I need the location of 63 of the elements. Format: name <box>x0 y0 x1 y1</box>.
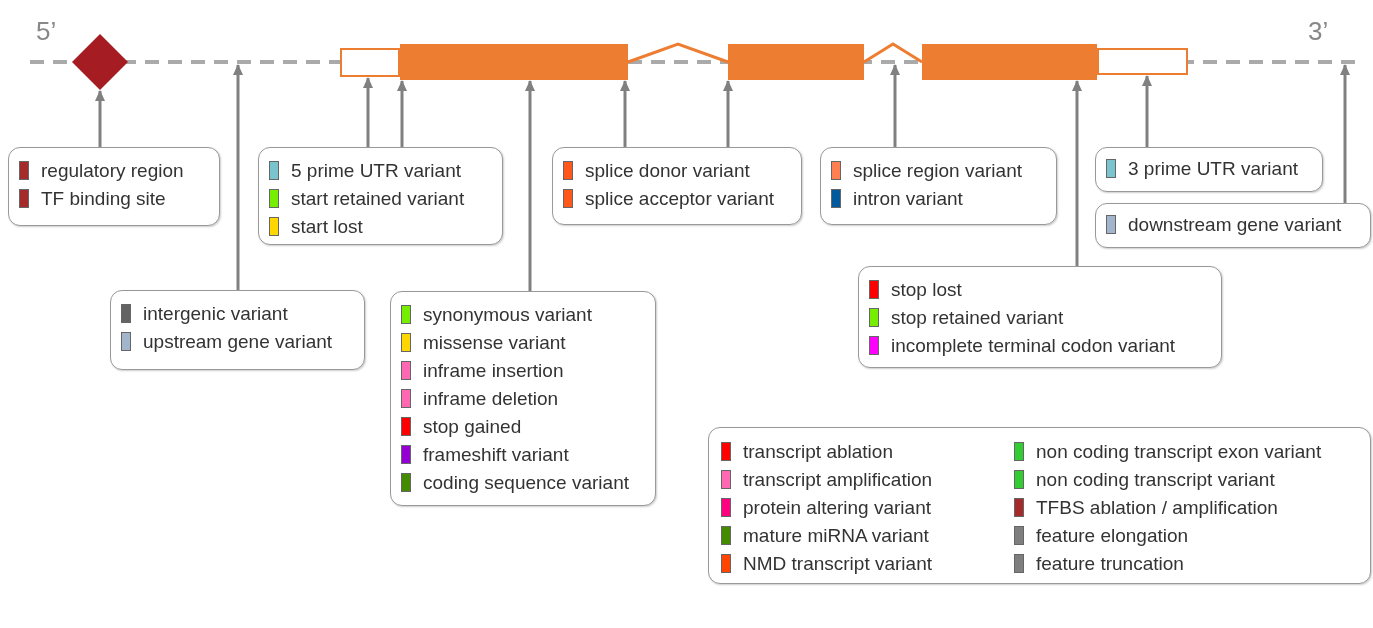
variant-label: stop gained <box>423 415 522 439</box>
variant-label: 5 prime UTR variant <box>291 159 461 183</box>
legend-label: protein altering variant <box>743 496 931 520</box>
legend-label: NMD transcript variant <box>743 552 932 576</box>
exon-bar <box>400 44 628 80</box>
variant-label: synonymous variant <box>423 303 592 327</box>
exon-bar <box>922 44 1097 80</box>
arrow <box>1340 64 1350 203</box>
intron-line <box>627 42 729 64</box>
callout-box <box>552 147 802 225</box>
callout-box <box>258 147 503 245</box>
callout-box <box>1095 203 1371 248</box>
variant-label: regulatory region <box>41 159 184 183</box>
variant-label: splice donor variant <box>585 159 750 183</box>
callout-box <box>8 147 220 226</box>
variant-label: splice acceptor variant <box>585 187 775 211</box>
variant-label: downstream gene variant <box>1128 213 1342 237</box>
callout-box <box>820 147 1057 225</box>
legend-label: feature truncation <box>1036 552 1184 576</box>
utr-box <box>340 48 400 77</box>
callout-box <box>110 290 365 370</box>
arrow <box>890 64 900 147</box>
callout-box <box>1095 147 1323 192</box>
variant-label: intron variant <box>853 187 963 211</box>
exon-bar <box>728 44 864 80</box>
arrow <box>723 80 733 147</box>
legend-label: mature miRNA variant <box>743 524 929 548</box>
variant-label: 3 prime UTR variant <box>1128 157 1298 181</box>
variant-label: stop lost <box>891 278 962 302</box>
legend-label: non coding transcript variant <box>1036 468 1275 492</box>
callout-box <box>390 291 656 506</box>
utr-box <box>1097 48 1188 75</box>
arrow <box>95 90 105 147</box>
legend-label: TFBS ablation / amplification <box>1036 496 1278 520</box>
variant-label: TF binding site <box>41 187 166 211</box>
arrow <box>525 80 535 291</box>
arrow <box>1142 75 1152 147</box>
arrow <box>620 80 630 147</box>
variant-label: stop retained variant <box>891 306 1064 330</box>
legend-label: transcript amplification <box>743 468 933 492</box>
variant-label: intergenic variant <box>143 302 288 326</box>
variant-label: inframe insertion <box>423 359 564 383</box>
arrow <box>1072 80 1082 266</box>
variant-label: splice region variant <box>853 159 1022 183</box>
variant-label: missense variant <box>423 331 566 355</box>
legend-label: feature elongation <box>1036 524 1189 548</box>
callout-box <box>858 266 1222 368</box>
arrow <box>397 80 407 147</box>
strand-label: 5’ <box>36 16 57 47</box>
legend-label: non coding transcript exon variant <box>1036 440 1322 464</box>
variant-label: incomplete terminal codon variant <box>891 334 1176 358</box>
strand-label: 3’ <box>1308 16 1329 47</box>
arrow <box>233 64 243 290</box>
intron-line <box>863 42 923 64</box>
arrow <box>363 77 373 147</box>
variant-label: start retained variant <box>291 187 465 211</box>
regulatory-diamond <box>72 34 128 90</box>
variant-label: start lost <box>291 215 363 239</box>
variant-label: upstream gene variant <box>143 330 333 354</box>
variant-label: frameshift variant <box>423 443 569 467</box>
variant-label: inframe deletion <box>423 387 559 411</box>
variant-label: coding sequence variant <box>423 471 629 495</box>
legend-label: transcript ablation <box>743 440 893 464</box>
